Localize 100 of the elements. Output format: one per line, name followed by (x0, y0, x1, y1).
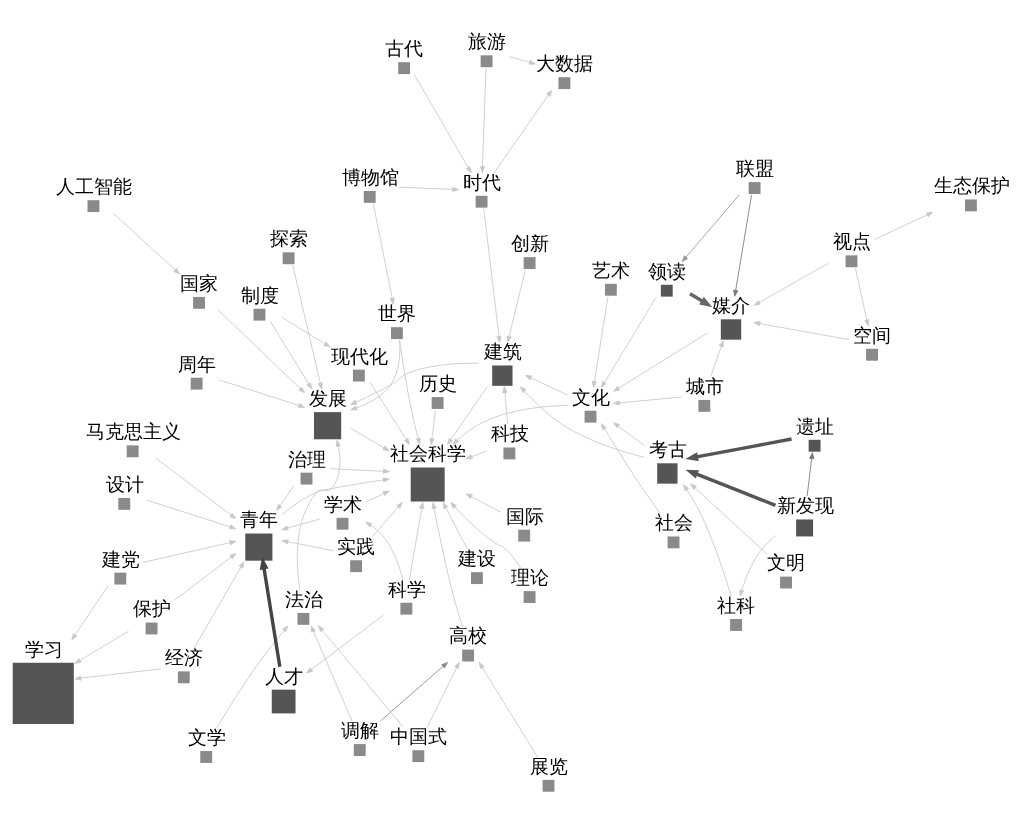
node-box (845, 255, 858, 268)
node-label: 文学 (187, 726, 226, 748)
node-box (300, 472, 313, 485)
node-box (391, 327, 403, 340)
arrow (426, 661, 460, 728)
node-label: 马克思主义 (86, 421, 182, 443)
arrow (689, 292, 713, 308)
arrow (685, 469, 777, 507)
node-box (193, 296, 205, 309)
arrow (855, 267, 870, 327)
arrow (155, 457, 237, 520)
node-box (475, 195, 488, 208)
node-box (667, 536, 680, 549)
arrow (329, 468, 390, 474)
node-box (353, 744, 366, 756)
node-label: 社会科学 (390, 443, 467, 465)
arrow (398, 186, 460, 192)
node-box (796, 519, 814, 537)
node-box (518, 529, 531, 542)
node-label: 学习 (24, 638, 63, 660)
arrow (429, 409, 436, 445)
arrow (685, 437, 792, 462)
node-box (584, 410, 597, 423)
node-box (363, 190, 376, 203)
arrow (350, 427, 390, 452)
node-label: 展览 (529, 755, 568, 777)
arrow (365, 521, 404, 581)
arrow (452, 404, 568, 445)
arrow (143, 540, 237, 563)
node-label: 青年 (240, 509, 279, 531)
arrow (270, 321, 313, 390)
node-label: 旅游 (467, 31, 506, 53)
node-label: 设计 (105, 473, 144, 495)
arrow (193, 561, 245, 649)
node-box (145, 622, 158, 635)
node-label: 现代化 (330, 345, 388, 367)
arrow (74, 668, 161, 681)
arrow (369, 382, 410, 446)
arrow (502, 386, 509, 425)
arrow (281, 477, 390, 516)
node-label: 高校 (449, 625, 488, 647)
node-label: 国家 (180, 272, 219, 294)
node-label: 建设 (458, 548, 497, 570)
arrow (219, 379, 305, 408)
arrow (174, 553, 237, 601)
node-box (660, 284, 673, 297)
arrow (365, 490, 390, 503)
node-box (398, 62, 411, 75)
node-label: 艺术 (592, 259, 631, 281)
node-box (698, 399, 711, 412)
arrow (74, 630, 129, 664)
node-box (314, 412, 342, 440)
arrow (600, 423, 661, 514)
node-box (558, 77, 571, 90)
node-label: 科技 (490, 423, 529, 445)
arrow (431, 502, 463, 628)
node-box (462, 649, 475, 662)
node-label: 建筑 (483, 341, 522, 363)
node-label: 创新 (510, 233, 549, 255)
node-box (410, 467, 445, 502)
arrow (450, 502, 521, 569)
node-label: 理论 (510, 567, 549, 588)
arrow (753, 321, 850, 341)
arrow (493, 89, 553, 174)
node-label: 调解 (341, 719, 380, 741)
arrow (506, 269, 526, 343)
node-label: 考古 (648, 439, 687, 461)
arrow (310, 625, 353, 722)
arrow (739, 535, 777, 597)
node-box (336, 517, 349, 530)
node-box (480, 55, 493, 68)
node-label: 大数据 (536, 53, 594, 75)
node-label: 治理 (287, 448, 326, 470)
arrow (613, 396, 682, 406)
arrow (379, 662, 448, 722)
node-label: 周年 (177, 353, 216, 375)
node-label: 社科 (717, 594, 756, 616)
node-box (297, 612, 310, 625)
node-box (400, 602, 413, 615)
node-label: 探索 (269, 228, 308, 250)
node-label: 博物馆 (341, 166, 399, 188)
arrow (753, 262, 829, 306)
node-label: 视点 (832, 231, 871, 253)
node-box (780, 576, 792, 589)
node-box (190, 377, 203, 390)
node-label: 时代 (462, 171, 501, 193)
arrow (465, 493, 502, 513)
node-label: 遗址 (795, 415, 834, 437)
node-box (730, 619, 742, 631)
arrow (414, 74, 472, 174)
node-label: 历史 (418, 372, 457, 394)
node-label: 联盟 (735, 157, 774, 179)
node-label: 保护 (132, 598, 171, 620)
arrow (371, 502, 403, 538)
node-box (604, 283, 617, 296)
arrow (281, 518, 320, 531)
arrow (259, 556, 282, 667)
arrow (71, 585, 109, 641)
arrow (318, 625, 404, 728)
arrow (306, 614, 384, 674)
